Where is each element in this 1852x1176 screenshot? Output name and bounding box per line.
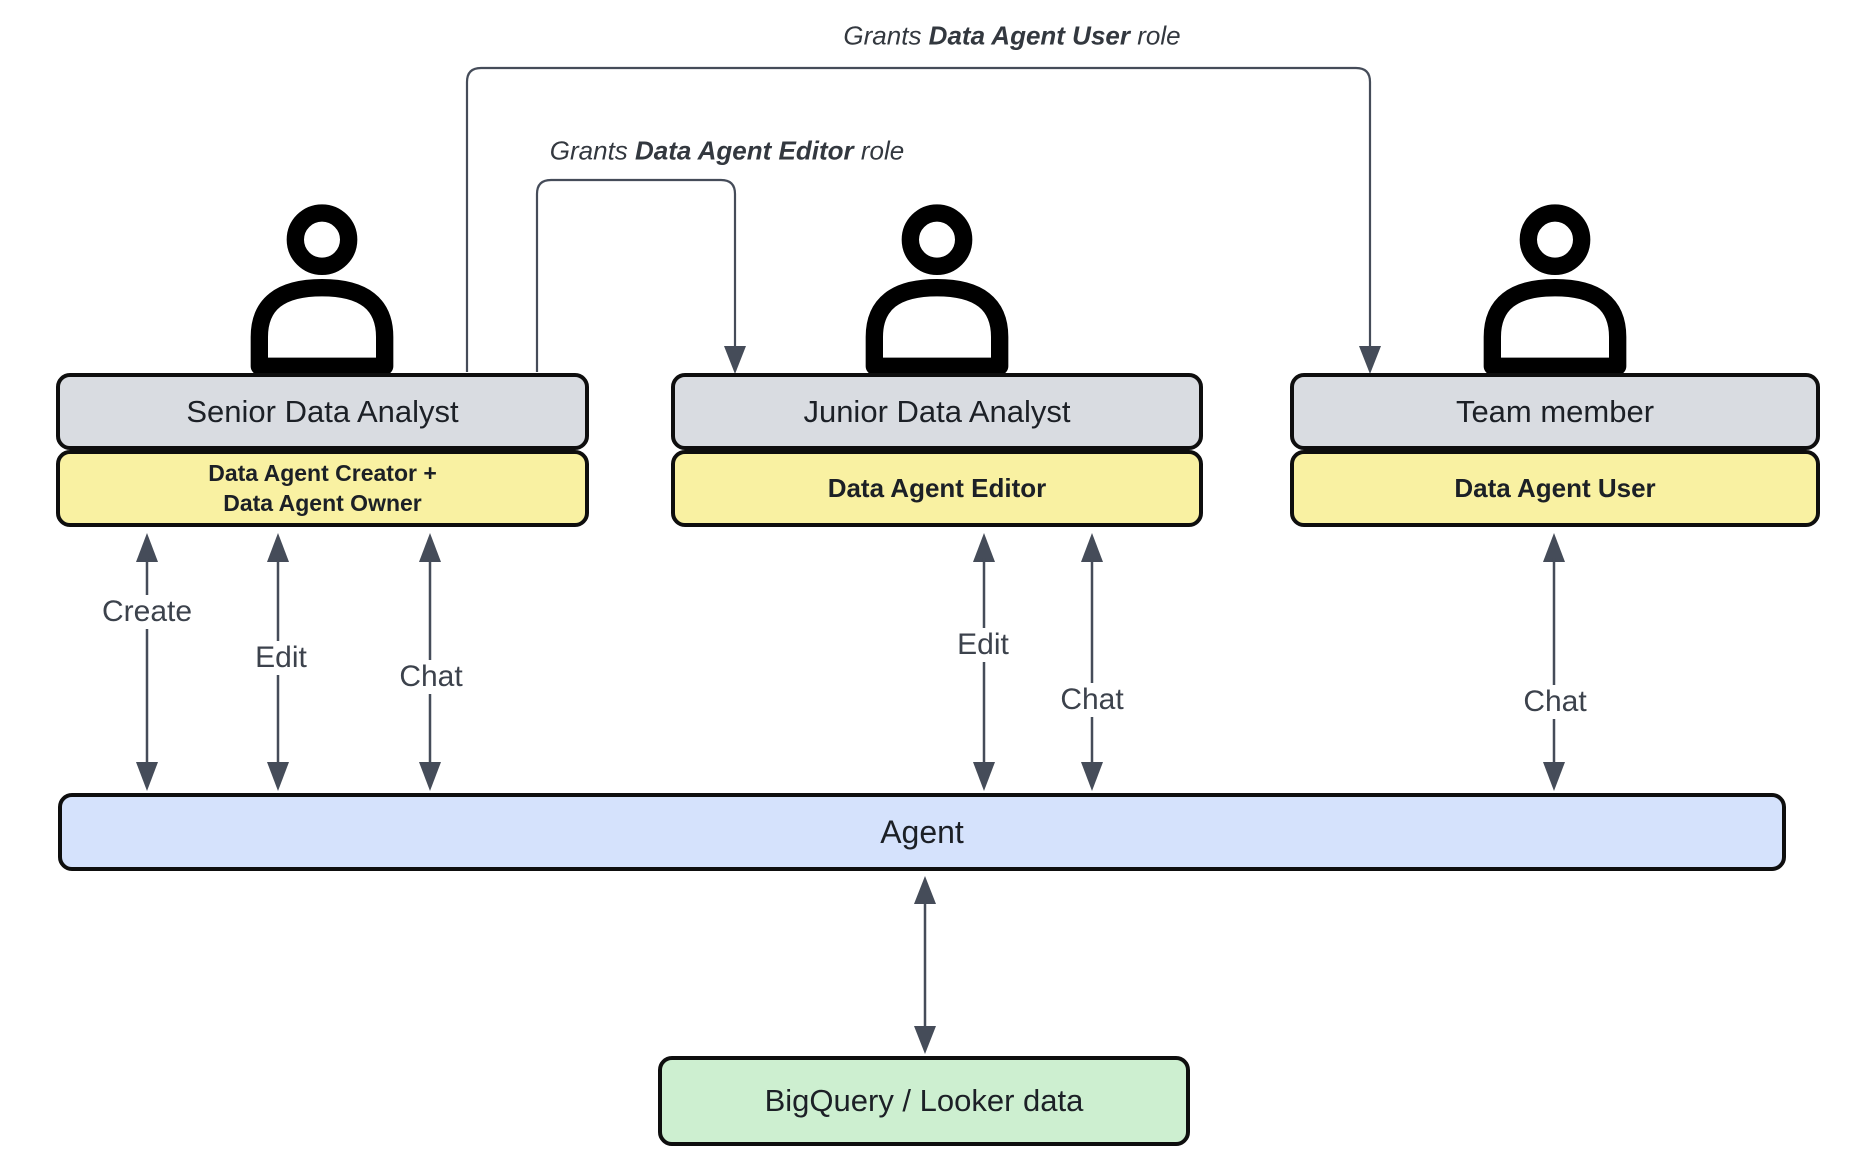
team-chat-label: Chat [1513, 685, 1597, 719]
datasource-box: BigQuery / Looker data [658, 1056, 1190, 1146]
team-member-box: Team member [1290, 373, 1820, 450]
grant-user-prefix: Grants [843, 20, 929, 51]
grant-editor-role-name: Data Agent Editor [635, 135, 854, 166]
create-label: Create [91, 595, 203, 629]
junior-analyst-role-box: Data Agent Editor [671, 450, 1203, 527]
senior-analyst-box: Senior Data Analyst [56, 373, 589, 450]
senior-chat-label: Chat [389, 660, 473, 694]
agent-bar: Agent [58, 793, 1786, 871]
grant-editor-prefix: Grants [549, 135, 636, 166]
junior-edit-arrow [973, 533, 995, 791]
grant-user-role-name: Data Agent User [928, 20, 1130, 51]
senior-analyst-role-box: Data Agent Creator + Data Agent Owner [56, 450, 589, 527]
person-icon [250, 204, 394, 375]
agent-datasource-arrow [914, 876, 936, 1054]
create-arrow [136, 533, 158, 791]
grant-editor-arrow [535, 178, 746, 374]
junior-chat-label: Chat [1050, 683, 1134, 717]
team-chat-arrow [1543, 533, 1565, 791]
junior-analyst-box: Junior Data Analyst [671, 373, 1203, 450]
grant-user-label: Grants Data Agent User role [843, 21, 1180, 52]
junior-edit-label: Edit [947, 628, 1019, 662]
grant-editor-suffix: role [853, 135, 905, 166]
junior-chat-arrow [1081, 533, 1103, 791]
person-icon [1483, 204, 1627, 375]
team-member-role-box: Data Agent User [1290, 450, 1820, 527]
person-icon [865, 204, 1009, 375]
senior-edit-label: Edit [245, 641, 317, 675]
grant-editor-label: Grants Data Agent Editor role [550, 136, 904, 167]
grant-user-arrow [465, 66, 1381, 374]
grant-user-suffix: role [1129, 20, 1181, 51]
